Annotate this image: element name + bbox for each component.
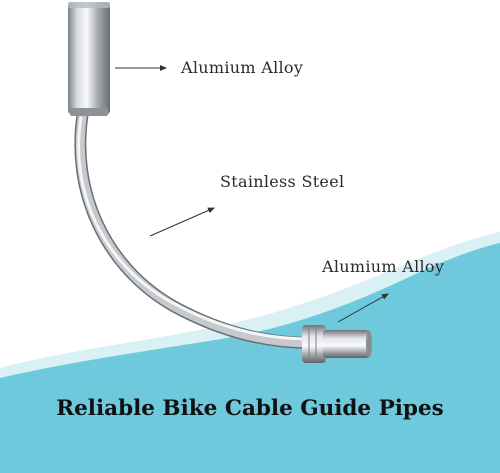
label-stainless-steel: Stainless Steel — [220, 172, 345, 191]
arrow-middle — [149, 207, 215, 237]
stainless-steel-pipe — [75, 107, 317, 348]
banner-title: Reliable Bike Cable Guide Pipes — [56, 396, 444, 421]
wave-background — [0, 243, 500, 473]
bottom-ferrule — [302, 325, 372, 363]
stainless-steel-pipe-shadow — [74, 106, 318, 349]
arrow-lower — [337, 293, 389, 323]
label-aluminium-alloy-lower: Alumium Alloy — [322, 257, 445, 276]
label-aluminium-alloy-top: Alumium Alloy — [181, 58, 304, 77]
top-ferrule — [68, 2, 110, 114]
stainless-steel-pipe-highlight — [77, 116, 312, 341]
